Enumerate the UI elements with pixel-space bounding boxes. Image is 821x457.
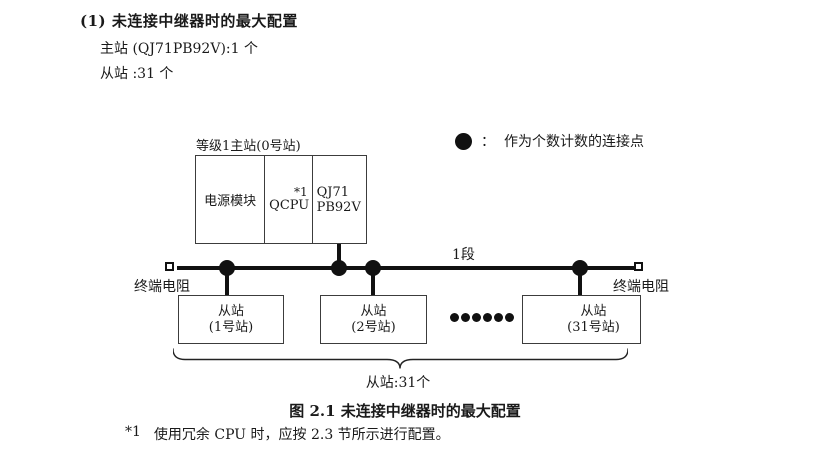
terminator-left-label: 终端电阻 xyxy=(134,279,190,295)
connection-dot xyxy=(219,260,235,276)
slave-label: 从站 xyxy=(360,303,387,319)
ellipsis-dot xyxy=(472,313,481,322)
ellipsis-dot xyxy=(461,313,470,322)
cpu-label: QCPU xyxy=(269,198,310,213)
legend-text: 作为个数计数的连接点 xyxy=(504,134,644,150)
slave-station-box: 从站 (2号站) xyxy=(320,295,427,344)
power-module-cell: 电源模块 xyxy=(196,156,266,243)
bus-line xyxy=(177,266,635,270)
slave-label: 从站 xyxy=(217,303,244,319)
master-count-line: 主站 (QJ71PB92V):1 个 xyxy=(100,41,258,57)
terminator-right-icon xyxy=(634,262,643,271)
footnote-ref-marker: *1 xyxy=(293,185,308,199)
slave-station-number: (2号站) xyxy=(351,319,396,335)
brace-label: 从站:31个 xyxy=(365,375,431,391)
slave-station-number: (1号站) xyxy=(208,319,254,335)
master-station-box: 电源模块 *1 QCPU QJ71 PB92V xyxy=(195,155,367,244)
slave2-drop-line xyxy=(371,270,375,296)
slave31-drop-line xyxy=(578,270,582,296)
terminator-left-icon xyxy=(165,262,174,271)
slave-station-number: (31号站) xyxy=(567,319,620,335)
legend: ： 作为个数计数的连接点 xyxy=(455,131,644,151)
footnote: *1 使用冗余 CPU 时，应按 2.3 节所示进行配置。 xyxy=(125,424,450,444)
slave-station-box: 从站 (1号站) xyxy=(178,295,284,344)
slave-count-line: 从站 :31 个 xyxy=(100,66,174,82)
master-drop-line xyxy=(337,244,341,267)
ellipsis-dot xyxy=(505,313,514,322)
pb92v-label-line1: QJ71 xyxy=(316,184,350,200)
terminator-right-label: 终端电阻 xyxy=(613,279,669,295)
ellipsis-dots xyxy=(450,313,514,322)
ellipsis-dot xyxy=(450,313,459,322)
pb92v-label-line2: PB92V xyxy=(316,199,361,215)
segment-label: 1段 xyxy=(452,247,475,263)
slave-label: 从站 xyxy=(580,303,607,319)
cpu-cell: *1 QCPU xyxy=(265,156,313,243)
slave-station-box: 从站 (31号站) xyxy=(522,295,641,344)
ellipsis-dot xyxy=(483,313,492,322)
connection-dot xyxy=(365,260,381,276)
footnote-text: 使用冗余 CPU 时，应按 2.3 节所示进行配置。 xyxy=(153,427,450,443)
ellipsis-dot xyxy=(494,313,503,322)
section-heading: (1) 未连接中继器时的最大配置 xyxy=(80,12,298,30)
footnote-marker: *1 xyxy=(125,424,141,440)
legend-separator: ： xyxy=(481,134,495,150)
pb92v-cell: QJ71 PB92V xyxy=(313,156,366,243)
connection-point-icon xyxy=(455,132,472,150)
figure-caption: 图 2.1 未连接中继器时的最大配置 xyxy=(289,402,521,420)
master-station-label: 等级1主站(0号站) xyxy=(196,139,301,154)
brace xyxy=(173,348,628,369)
connection-dot xyxy=(331,260,347,276)
connection-dot xyxy=(572,260,588,276)
slave1-drop-line xyxy=(225,270,229,296)
